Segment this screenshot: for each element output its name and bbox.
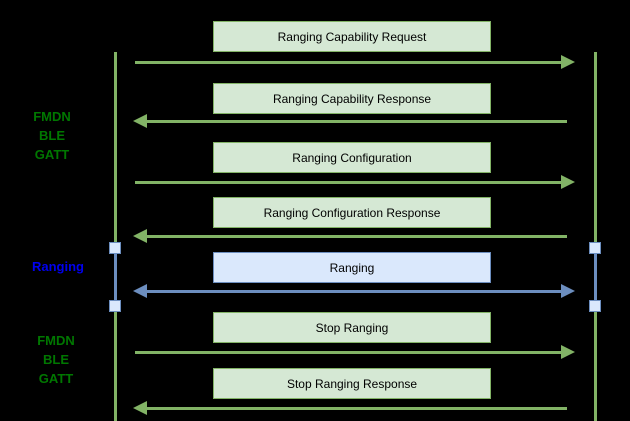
arrowhead-left-icon [133,401,147,415]
lifeline-right-ranging-segment [594,250,597,306]
arrow-line [135,350,563,354]
arrowhead-right-icon [561,55,575,69]
arrow-left [133,401,575,415]
arrowhead-right-icon [561,345,575,359]
lifeline-right [594,52,597,421]
arrow-line [145,119,567,123]
message-box-stop-ranging: Stop Ranging [213,312,491,343]
arrowhead-left-icon [133,114,147,128]
arrow-left [133,114,575,128]
arrowhead-right-icon [561,284,575,298]
message-box-ranging-capability-request: Ranging Capability Request [213,21,491,52]
arrow-right [133,55,575,69]
side-label-ranging: Ranging [32,259,84,274]
arrow-line [145,406,567,410]
arrowhead-right-icon [561,175,575,189]
side-label-fmdn-ble-gatt-top: FMDN BLE GATT [33,109,71,162]
arrow-line [145,289,563,293]
arrow-right [133,345,575,359]
arrow-left [133,229,575,243]
message-box-stop-ranging-response: Stop Ranging Response [213,368,491,399]
arrowhead-left-icon [133,229,147,243]
activation-square [109,242,121,254]
message-box-ranging: Ranging [213,252,491,283]
arrow-line [135,180,563,184]
message-box-ranging-configuration-response: Ranging Configuration Response [213,197,491,228]
activation-square [589,242,601,254]
activation-square [589,300,601,312]
lifeline-left [114,52,117,421]
message-box-ranging-capability-response: Ranging Capability Response [213,83,491,114]
arrowhead-left-icon [133,284,147,298]
activation-square [109,300,121,312]
arrow-line [135,60,563,64]
arrow-bidirectional [133,284,575,298]
arrow-line [145,234,567,238]
side-label-fmdn-ble-gatt-bottom: FMDN BLE GATT [37,333,75,386]
arrow-right [133,175,575,189]
message-box-ranging-configuration: Ranging Configuration [213,142,491,173]
lifeline-left-ranging-segment [114,250,117,306]
